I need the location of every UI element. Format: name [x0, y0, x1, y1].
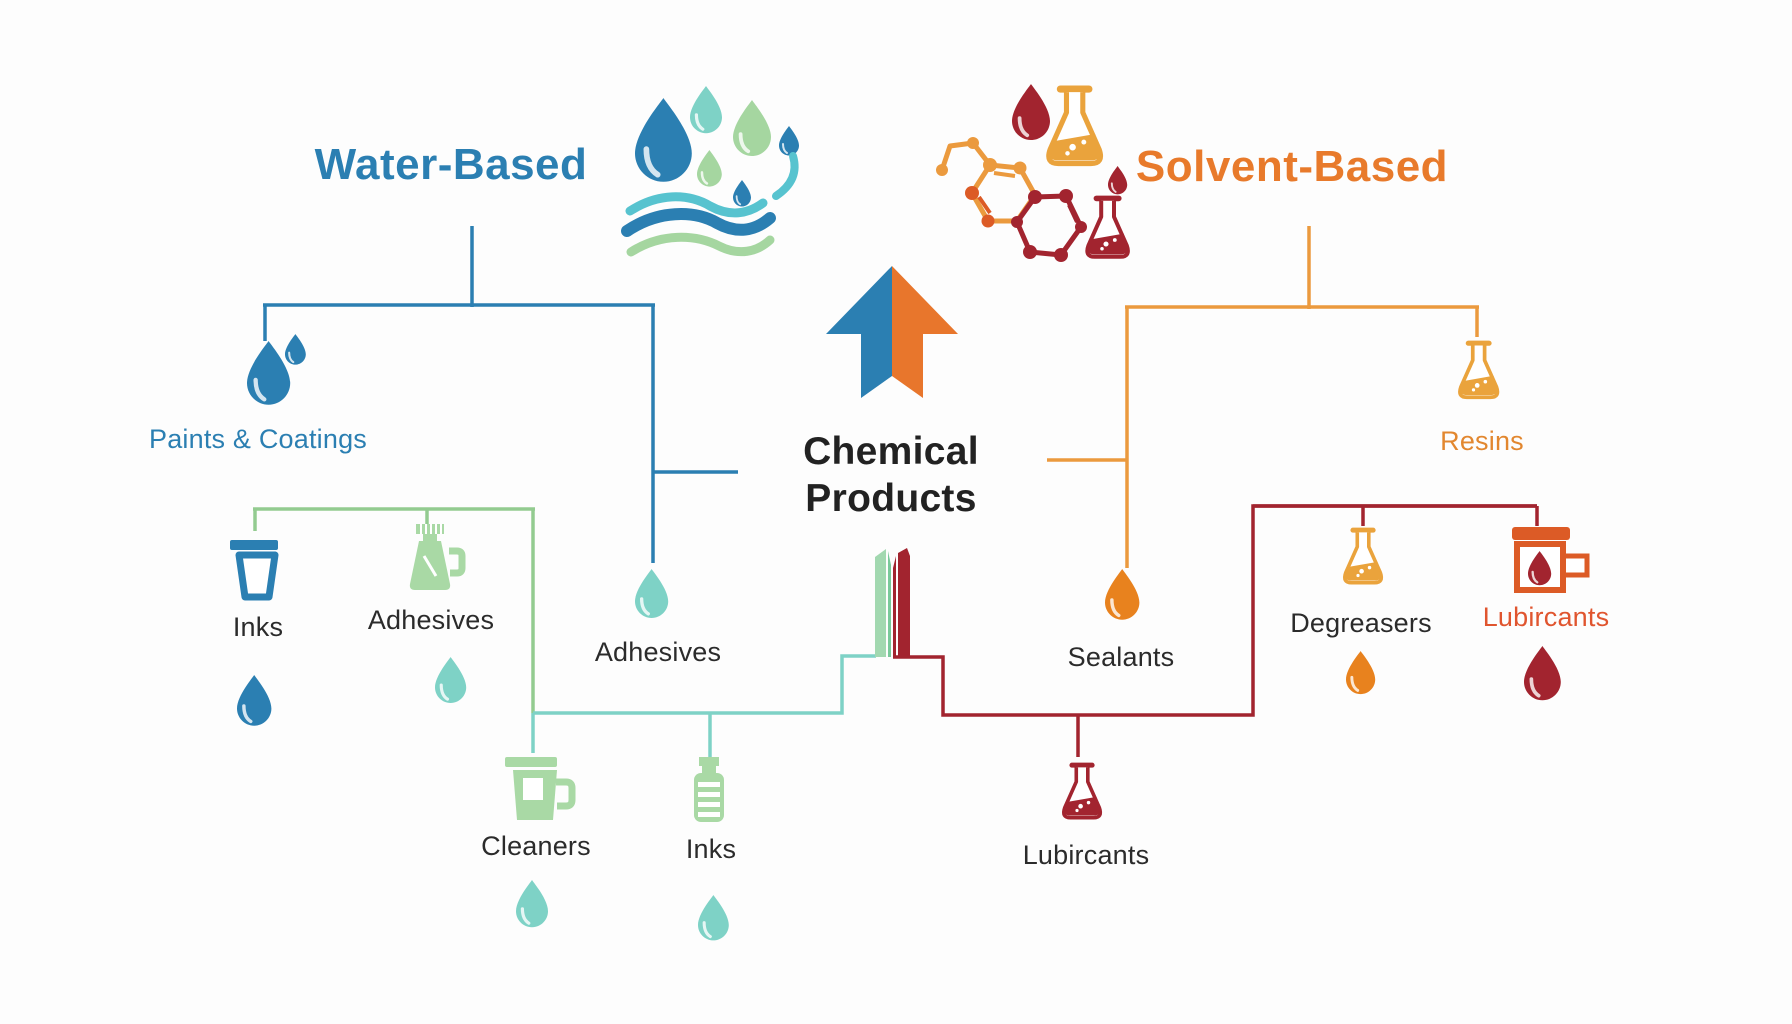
- node-degreasers: Degreasers: [1290, 608, 1432, 638]
- node-paints-coatings: Paints & Coatings: [148, 424, 368, 454]
- water-tree-lines: [253, 226, 876, 757]
- oil-can-icon: [1512, 527, 1590, 593]
- book-spines-icon: [875, 548, 910, 657]
- cleaners-drop-icon: [514, 878, 550, 929]
- inks-drop-icon: [235, 673, 274, 728]
- center-title-line1: Chemical: [803, 430, 979, 473]
- node-sealants: Sealants: [1067, 642, 1175, 672]
- center-title: Chemical Products: [741, 428, 1041, 522]
- center-title-line2: Products: [805, 477, 977, 520]
- node-resins: Resins: [1440, 426, 1524, 456]
- lubricants-drop-icon: [1522, 644, 1563, 703]
- paints-drop-icon: [247, 332, 307, 405]
- node-adhesives-drop: Adhesives: [594, 637, 722, 667]
- resins-flask-icon: [1460, 343, 1498, 397]
- split-arrow-icon: [826, 266, 958, 398]
- adhesives-drop-icon: [633, 567, 670, 620]
- inks-bottom-drop-icon: [696, 893, 731, 942]
- water-based-title: Water-Based: [314, 140, 588, 189]
- molecule-icon: [936, 137, 1087, 262]
- node-lubricants-bottom: Lubircants: [1022, 840, 1150, 870]
- node-inks-top: Inks: [232, 612, 284, 642]
- lubricants-flask-icon: [1064, 765, 1101, 818]
- node-cleaners: Cleaners: [481, 831, 591, 861]
- water-drops-waves-icon: [621, 84, 800, 257]
- sealants-drop-icon: [1103, 567, 1142, 622]
- glue-jug-icon: [409, 524, 466, 590]
- degreasers-drop-icon: [1344, 649, 1377, 696]
- ink-bottle-icon: [694, 757, 724, 822]
- solvent-based-title: Solvent-Based: [1135, 142, 1449, 191]
- degreasers-flask-icon: [1345, 530, 1382, 583]
- solvent-molecule-flasks-icon: [936, 82, 1128, 262]
- node-lubricants-top: Lubircants: [1482, 602, 1610, 632]
- node-adhesives-jug: Adhesives: [367, 605, 495, 635]
- ink-cup-icon: [230, 540, 279, 601]
- solvent-tree-lines: [893, 226, 1539, 757]
- node-inks-bottom: Inks: [685, 834, 737, 864]
- adhesives-drop-small-icon: [433, 655, 468, 705]
- cleaners-jug-icon: [505, 757, 576, 820]
